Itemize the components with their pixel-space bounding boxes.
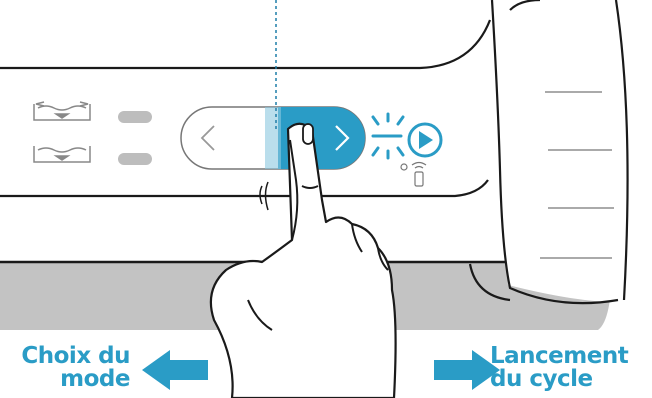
cylinder-body-edge: [490, 0, 619, 305]
pool-mode-2-icon: [33, 146, 91, 163]
cylinder-left-edge: [509, 0, 541, 11]
hand-details: [247, 139, 389, 331]
cylinder-bottom: [468, 263, 511, 302]
cylinder-right-edge: [614, 0, 629, 301]
play-icon: [419, 131, 433, 149]
caption-cycle-start-line2: du cycle: [490, 366, 593, 392]
mode-2-indicator: [118, 153, 152, 165]
wifi-phone-icon: [400, 161, 427, 187]
caption-mode-choice-line2: mode: [60, 366, 130, 392]
pool-mode-1-icon: [33, 101, 91, 121]
arrow-choix-mode: [142, 350, 208, 390]
device-body: [0, 0, 492, 68]
motion-lines: [259, 181, 269, 211]
device-cylinder: [503, 10, 640, 303]
blink-marks: [371, 112, 405, 160]
caption-cycle-start: Lancement du cycle: [490, 345, 650, 391]
arrow-lancement-cycle: [434, 350, 500, 390]
arrow-left-icon[interactable]: [200, 125, 215, 151]
caption-mode-choice-line1: Choix du: [21, 343, 130, 369]
pointing-hand: [209, 122, 397, 398]
cylinder-grooves: [540, 91, 614, 259]
device-top-curve: [419, 19, 492, 70]
mode-1-indicator: [118, 111, 152, 123]
pill-gradient-fade: [265, 107, 281, 169]
arrow-right-icon[interactable]: [335, 125, 350, 151]
device-bottom-edge: [0, 179, 489, 198]
caption-mode-choice: Choix du mode: [6, 345, 130, 391]
caption-cycle-start-line1: Lancement: [490, 343, 629, 369]
fingernail: [302, 123, 314, 145]
